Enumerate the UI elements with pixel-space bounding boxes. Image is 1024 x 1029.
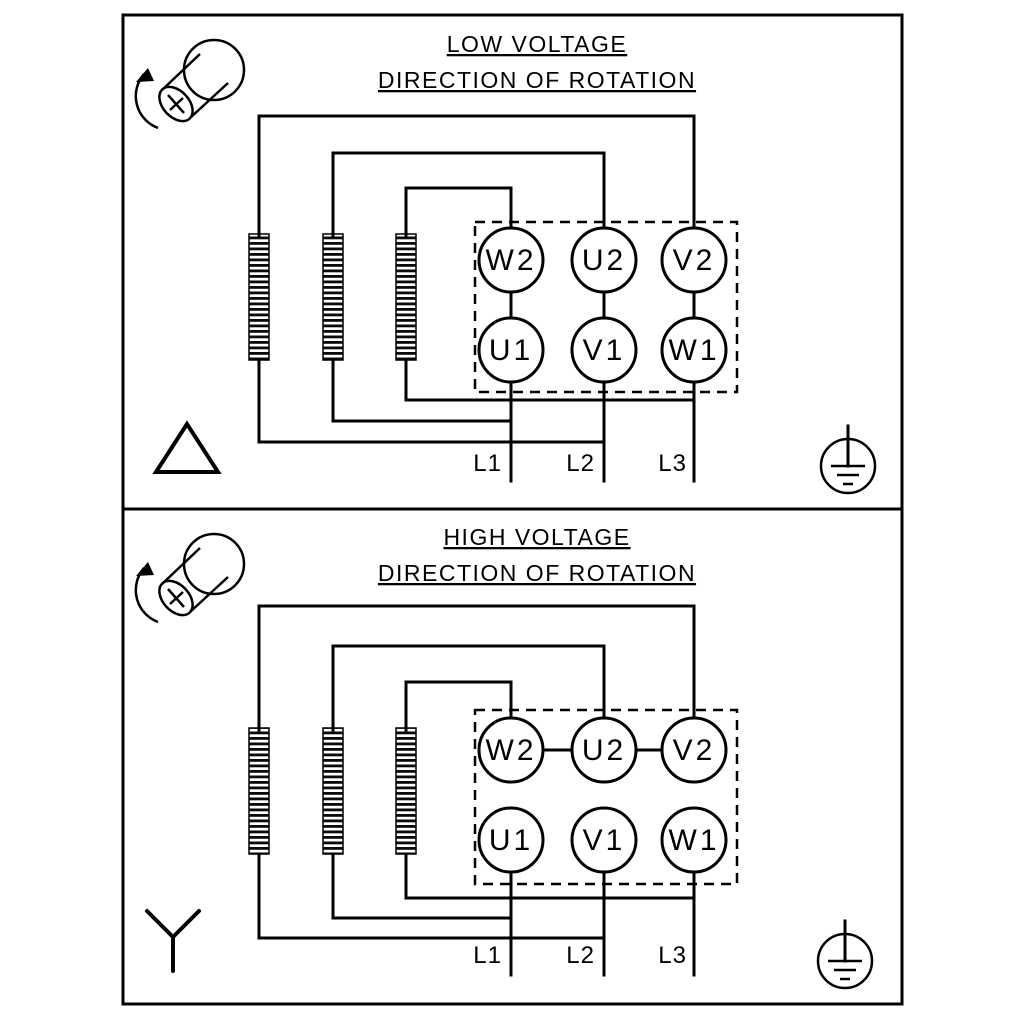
terminal-label-w1: W1: [669, 334, 720, 367]
phase-label-l2: L2: [566, 942, 595, 969]
winding-wire: [404, 358, 696, 402]
shaft-face-cross: [169, 591, 184, 605]
terminal-label-u2: U2: [582, 734, 626, 767]
panel-low-voltage: LOW VOLTAGE DIRECTION OF ROTATION: [134, 31, 877, 495]
terminal-label-v1: V1: [583, 334, 626, 367]
rotation-arrow-arc: [134, 73, 159, 130]
winding-coil-1: [248, 233, 270, 361]
terminal-board-outline: [473, 220, 739, 394]
shaft-end-face: [158, 579, 194, 617]
winding-coils: [248, 727, 417, 855]
terminal-u2: [570, 226, 638, 294]
terminal-label-v1: V1: [583, 824, 626, 857]
ground-symbol-icon: [816, 919, 874, 990]
terminal-label-w2: W2: [486, 244, 537, 277]
winding-coil-3: [395, 233, 417, 361]
terminal-v1: [570, 316, 638, 384]
terminal-w2: [477, 226, 545, 294]
winding-coil-3: [395, 727, 417, 855]
terminal-w1: [660, 806, 728, 874]
winding-wire: [257, 358, 606, 444]
winding-wire: [331, 151, 606, 238]
rotation-arrowhead-icon: [136, 562, 154, 576]
terminal-label-v2: V2: [673, 244, 716, 277]
terminal-label-u2: U2: [582, 244, 626, 277]
phase-label-l3: L3: [658, 450, 687, 477]
winding-wires-top: [257, 114, 696, 238]
phase-label-l1: L1: [473, 450, 502, 477]
star-arm: [171, 909, 201, 939]
star-arm: [145, 909, 175, 939]
star-symbol-icon: [145, 909, 201, 973]
winding-coil-2: [322, 727, 344, 855]
winding-wires-bottom: [257, 852, 696, 977]
shaft-side-line: [189, 576, 229, 613]
panel-title: LOW VOLTAGE: [447, 31, 628, 57]
winding-coil-2: [322, 233, 344, 361]
rotation-shaft-icon: [134, 38, 246, 130]
terminal-label-w2: W2: [486, 734, 537, 767]
terminal-w1: [660, 316, 728, 384]
winding-wire: [404, 852, 696, 900]
winding-wire: [257, 852, 606, 940]
terminals: W2 U2 V2 U1 V1 W1: [477, 226, 728, 384]
shaft-side-line: [189, 82, 229, 119]
shaft-end-face: [158, 85, 194, 123]
shaft-side-line: [161, 547, 201, 585]
winding-wire: [404, 186, 513, 238]
rotation-shaft-icon: [134, 532, 246, 624]
panel-high-voltage: HIGH VOLTAGE DIRECTION OF ROTATION: [134, 524, 874, 990]
terminal-label-u1: U1: [489, 824, 533, 857]
rotation-arrow-arc: [134, 567, 159, 624]
delta-symbol-icon: [152, 420, 222, 474]
terminal-label-u1: U1: [489, 334, 533, 367]
terminal-label-w1: W1: [669, 824, 720, 857]
winding-wires-top: [257, 604, 696, 732]
winding-wires-bottom: [257, 358, 696, 483]
winding-wire: [331, 644, 606, 732]
phase-label-l1: L1: [473, 942, 502, 969]
terminals: W2 U2 V2 U1 V1 W1: [477, 716, 728, 874]
winding-wire: [257, 114, 696, 238]
shaft-disc: [182, 38, 246, 102]
rotation-arrowhead-icon: [136, 68, 154, 82]
terminal-u2: [570, 716, 638, 784]
panel-subtitle: DIRECTION OF ROTATION: [378, 560, 696, 586]
shaft-face-cross: [169, 97, 184, 111]
phase-label-l2: L2: [566, 450, 595, 477]
winding-wire: [331, 358, 513, 423]
winding-wire: [404, 680, 513, 732]
ground-symbol-icon: [819, 424, 877, 495]
panel-title: HIGH VOLTAGE: [443, 524, 630, 550]
terminal-v2: [660, 716, 728, 784]
terminal-u1: [477, 316, 545, 384]
shaft-disc: [182, 532, 246, 596]
shaft-side-line: [161, 53, 201, 91]
winding-wire: [257, 604, 696, 732]
winding-coils: [248, 233, 417, 361]
winding-wire: [331, 852, 513, 920]
terminal-bridges: [509, 290, 696, 320]
terminal-v2: [660, 226, 728, 294]
terminal-label-v2: V2: [673, 734, 716, 767]
winding-coil-1: [248, 727, 270, 855]
terminal-u1: [477, 806, 545, 874]
terminal-v1: [570, 806, 638, 874]
terminal-w2: [477, 716, 545, 784]
panel-subtitle: DIRECTION OF ROTATION: [378, 67, 696, 93]
phase-label-l3: L3: [658, 942, 687, 969]
terminal-board-outline: [473, 708, 739, 886]
